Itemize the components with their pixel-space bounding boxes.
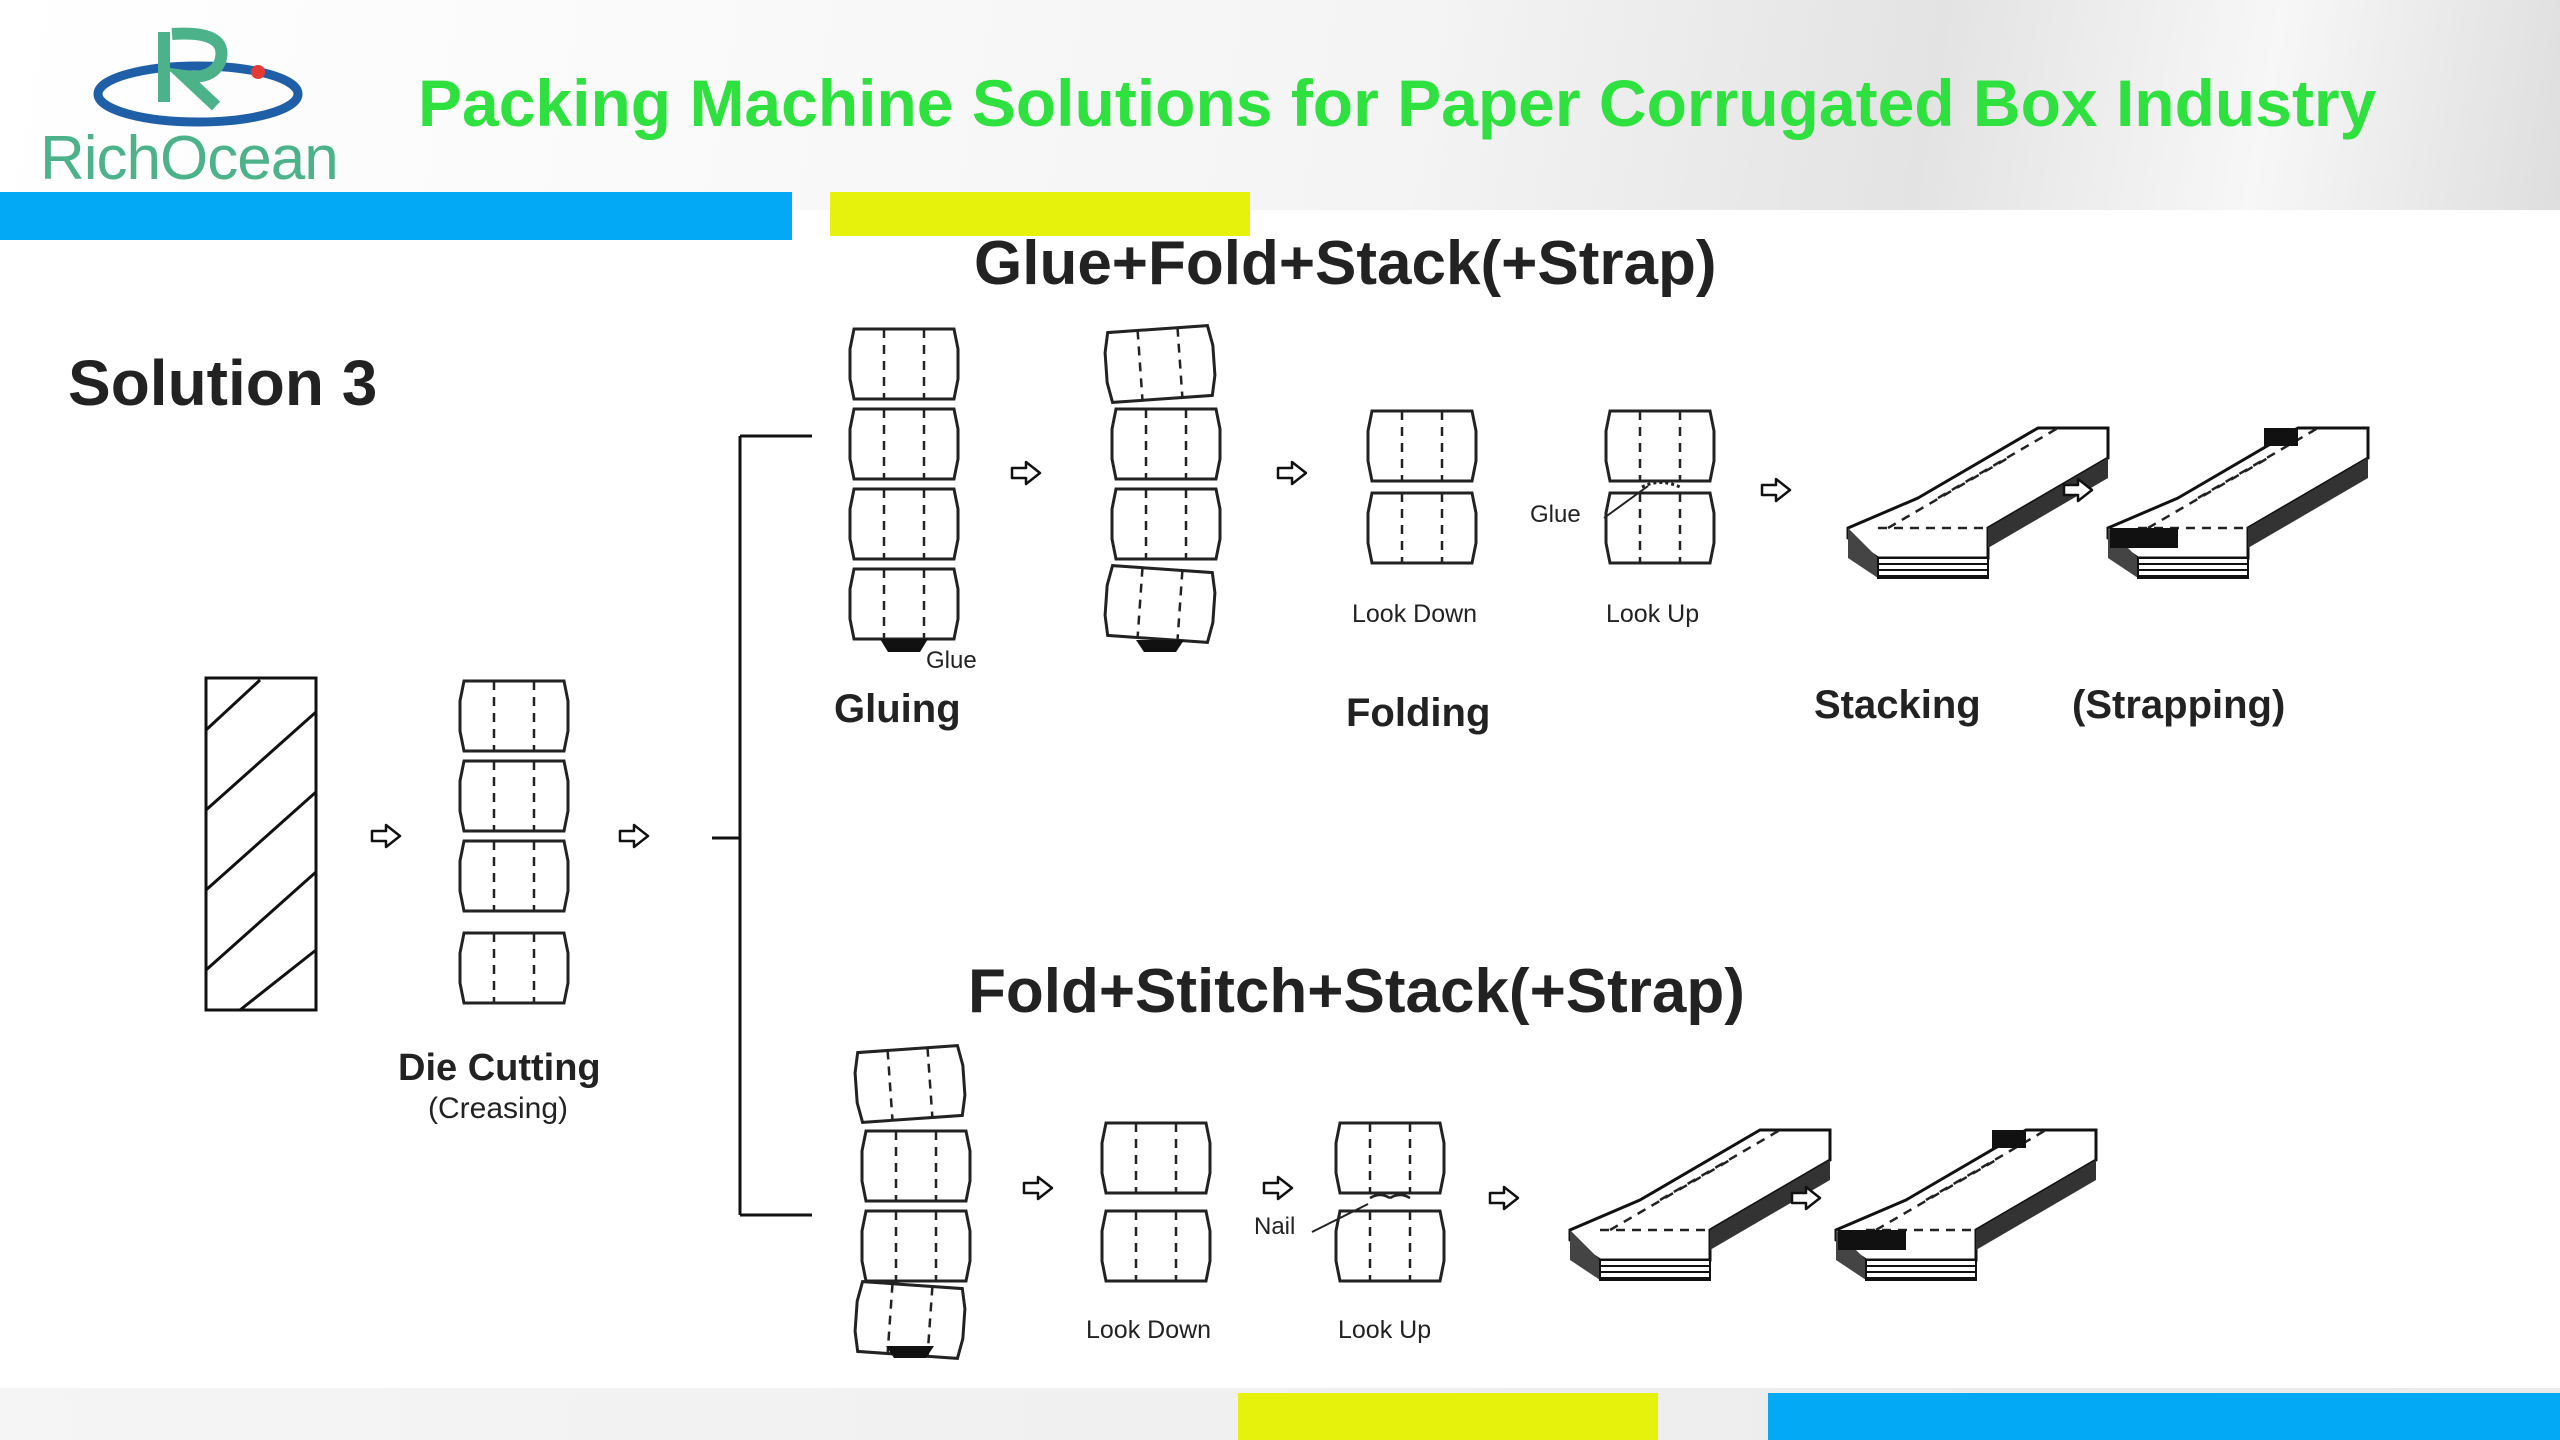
stitch-box-look-down [1100, 1121, 1212, 1283]
creasing-label: (Creasing) [428, 1092, 568, 1125]
folded-box-look-up [1603, 409, 1716, 565]
branch-connector [712, 434, 812, 1217]
gluing-label: Gluing [834, 687, 961, 731]
flow-arrow [1276, 460, 1308, 486]
header-background [0, 0, 2560, 210]
flow-arrow [1760, 477, 1792, 503]
die-cut-blank [458, 679, 570, 1005]
strapped-boxes [2106, 426, 2370, 580]
folded-box-look-down [1366, 409, 1478, 565]
lower-process-title: Fold+Stitch+Stack(+Strap) [968, 957, 1745, 1026]
folding-label: Folding [1346, 691, 1490, 735]
lower-look-down-label: Look Down [1086, 1316, 1211, 1344]
logo-icon [93, 27, 303, 127]
flow-arrow [1010, 460, 1042, 486]
blue-accent-bar-bottom [1768, 1393, 2560, 1440]
stitched-strapped-boxes [1834, 1128, 2098, 1282]
look-down-label: Look Down [1352, 600, 1477, 628]
blue-accent-bar-top [0, 192, 792, 240]
yellow-accent-bar-top [830, 192, 1250, 236]
stacked-boxes [1846, 426, 2110, 580]
die-cutting-label: Die Cutting [398, 1047, 601, 1089]
nail-note: Nail [1254, 1213, 1295, 1240]
flow-arrow [1022, 1175, 1054, 1201]
brand-name: RichOcean [40, 124, 339, 193]
glue-note-gluing: Glue [926, 647, 977, 674]
flow-arrow [1262, 1175, 1294, 1201]
flow-arrow [1488, 1185, 1520, 1211]
gluing-box [848, 327, 960, 652]
stitched-stacked-boxes [1568, 1128, 1832, 1282]
flow-arrow [618, 823, 650, 849]
stacking-label: Stacking [1814, 683, 1981, 727]
stitch-folding-box [852, 1043, 972, 1361]
yellow-accent-bar-bottom [1238, 1393, 1658, 1440]
lower-look-up-label: Look Up [1338, 1316, 1431, 1344]
folding-progress-box [1102, 323, 1222, 652]
blank-sheet [204, 676, 318, 1012]
look-up-label: Look Up [1606, 600, 1699, 628]
strapping-label: (Strapping) [2072, 683, 2285, 727]
solution-label: Solution 3 [68, 347, 377, 419]
upper-process-title: Glue+Fold+Stack(+Strap) [974, 229, 1717, 298]
flow-arrow [370, 823, 402, 849]
stitch-box-look-up [1311, 1121, 1446, 1283]
page-title: Packing Machine Solutions for Paper Corr… [418, 66, 2377, 140]
glue-note-folding: Glue [1530, 501, 1581, 528]
